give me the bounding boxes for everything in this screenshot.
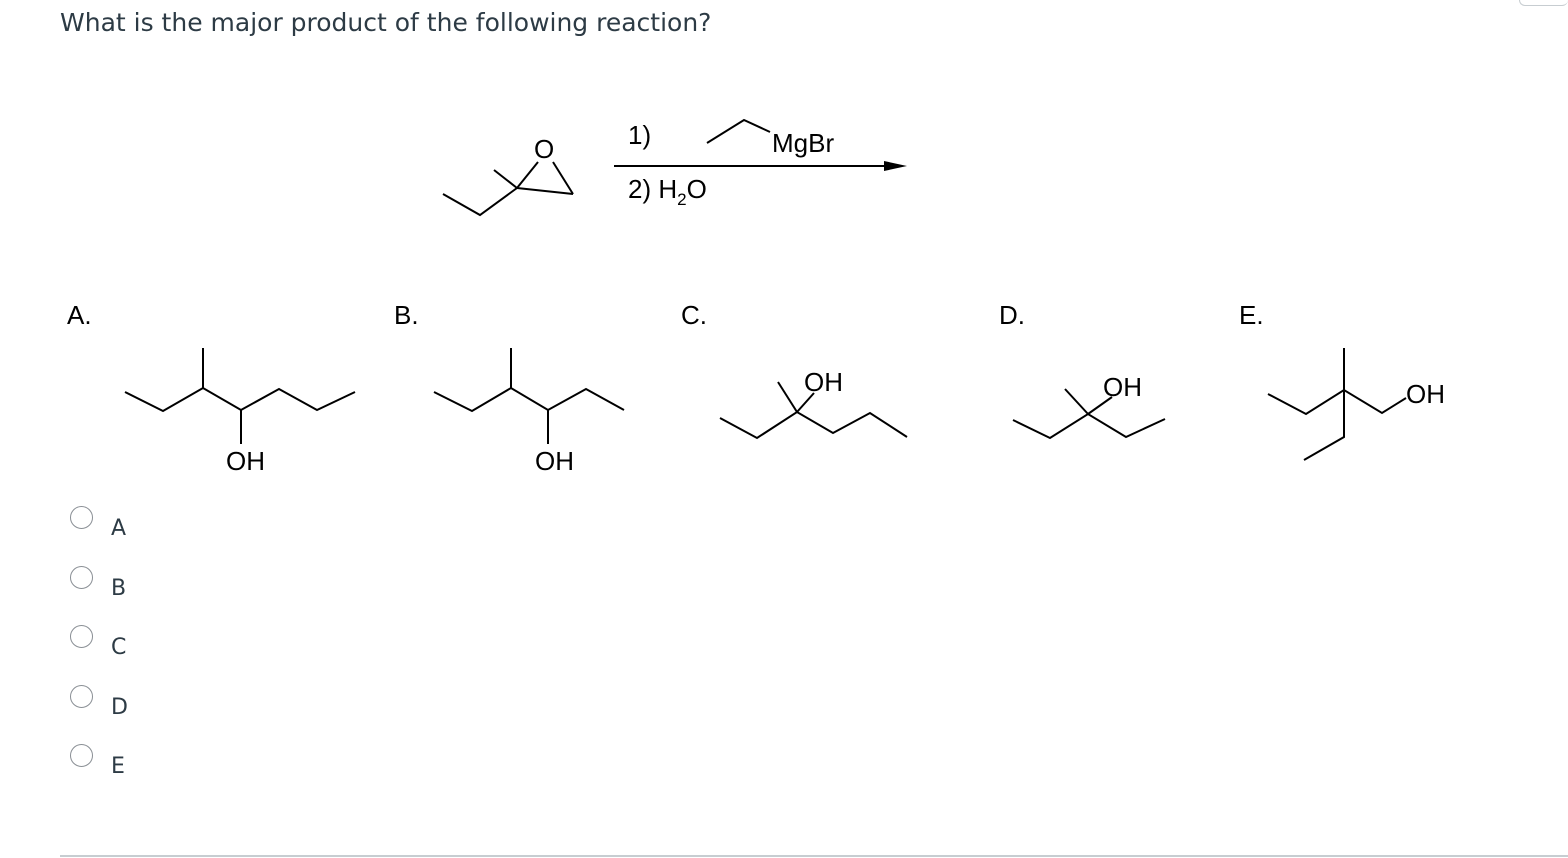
- structure-label-e: E.: [1239, 300, 1264, 330]
- answer-label-b: B: [111, 576, 127, 601]
- svg-text:2) H2O: 2) H2O: [628, 174, 707, 209]
- panel-corner: [1519, 0, 1568, 6]
- reaction-conditions: 1) MgBr 2) H2O: [614, 118, 907, 209]
- radio-button-d[interactable]: [70, 685, 93, 708]
- radio-button-c[interactable]: [70, 625, 93, 648]
- radio-button-e[interactable]: [70, 744, 93, 767]
- step2-label: 2) H: [628, 174, 677, 204]
- question-text: What is the major product of the followi…: [60, 8, 712, 37]
- answer-option-b[interactable]: B: [70, 554, 126, 601]
- radio-button-a[interactable]: [70, 506, 93, 529]
- reaction-arrowhead: [884, 161, 907, 171]
- hydroxyl-label-c: OH: [804, 367, 843, 397]
- answer-option-c[interactable]: C: [70, 613, 126, 660]
- answer-option-e[interactable]: E: [70, 732, 125, 779]
- structure-label-a: A.: [67, 300, 92, 330]
- answer-option-d[interactable]: D: [70, 673, 128, 720]
- answer-label-e: E: [111, 754, 125, 779]
- epoxide-oxygen-label: O: [534, 134, 554, 164]
- bottom-divider: [60, 855, 1568, 857]
- hydroxyl-label-b: OH: [535, 446, 574, 476]
- structure-label-c: C.: [681, 300, 707, 330]
- chemistry-figure: O 1) MgBr 2) H2O A. B. C. D. E. OH OH OH: [67, 118, 1445, 476]
- hydroxyl-label-a: OH: [226, 446, 265, 476]
- structure-b: OH: [433, 348, 625, 476]
- step2-subscript: 2: [677, 190, 686, 209]
- structure-label-b: B.: [394, 300, 419, 330]
- answer-label-a: A: [111, 516, 127, 541]
- answer-option-a[interactable]: A: [70, 494, 126, 541]
- structure-label-d: D.: [999, 300, 1025, 330]
- structure-e: OH: [1267, 348, 1445, 461]
- reactant-epoxide: O: [442, 134, 574, 217]
- structure-c: OH: [719, 367, 908, 440]
- hydroxyl-label-e: OH: [1406, 379, 1445, 409]
- structure-a: OH: [124, 348, 356, 476]
- radio-button-b[interactable]: [70, 566, 93, 589]
- grignard-reagent-label: MgBr: [772, 128, 834, 158]
- hydroxyl-label-d: OH: [1103, 372, 1142, 402]
- step2-tail: O: [687, 174, 707, 204]
- answer-label-c: C: [111, 635, 127, 660]
- answer-label-d: D: [111, 695, 128, 720]
- step1-label: 1): [628, 120, 651, 150]
- structure-d: OH: [1012, 372, 1166, 440]
